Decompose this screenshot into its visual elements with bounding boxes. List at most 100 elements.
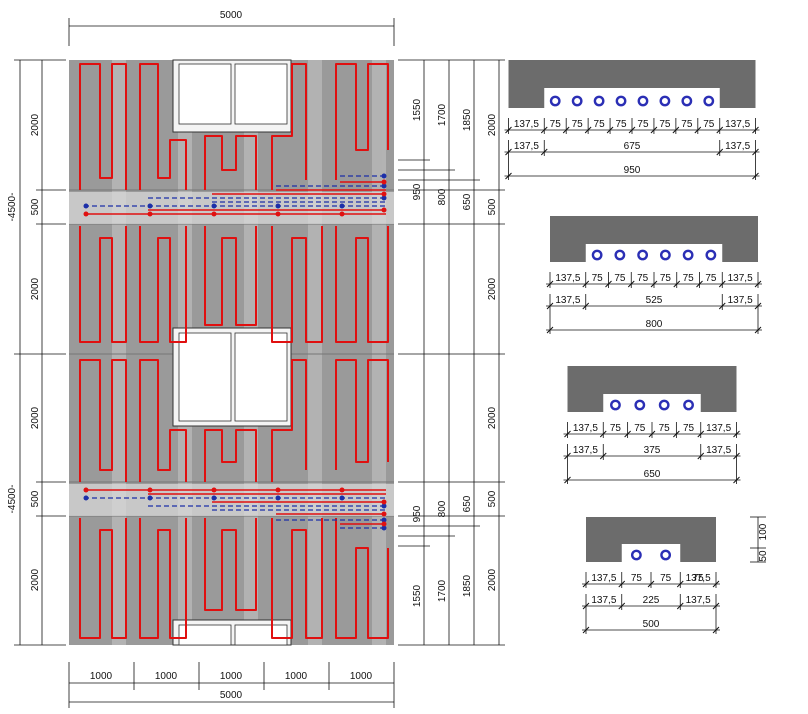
heating-coils bbox=[79, 63, 389, 639]
section-1-row1-label: 75 bbox=[703, 119, 715, 130]
pipe-ring bbox=[705, 249, 717, 261]
right-col4-label-5: 500 bbox=[487, 490, 498, 507]
left-inner-label-5: 500 bbox=[30, 490, 41, 507]
right-col4-label-2: 500 bbox=[487, 198, 498, 215]
left-inner-label-6: 2000 bbox=[30, 568, 41, 591]
section-4-row1-label: 75 bbox=[660, 573, 672, 584]
section-2-total-label: 800 bbox=[646, 319, 663, 330]
section-3-row1-label: 75 bbox=[610, 423, 622, 434]
pipe-ring bbox=[637, 95, 649, 107]
dimension-bottom: 1000 1000 1000 1000 1000 5000 bbox=[68, 662, 395, 708]
section-1-row2-label: 137,5 bbox=[514, 141, 539, 152]
pipe-ring bbox=[658, 399, 670, 411]
window-middle bbox=[172, 327, 292, 427]
section-3-row1-label: 137,5 bbox=[573, 423, 598, 434]
section-4-row1-label: 137,5 bbox=[591, 573, 616, 584]
right-col2-label-2: 800 bbox=[437, 188, 448, 205]
section-2-row1-label: 137,5 bbox=[728, 273, 753, 284]
pipe-ring bbox=[610, 399, 621, 411]
right-col4-label-3: 2000 bbox=[487, 277, 498, 300]
manifold-sections: 137,5 75 75 75 75 75 75 75 75 137,5 137,5 675 137,5 9… bbox=[504, 60, 762, 634]
section-body bbox=[586, 517, 716, 562]
section-2-row1-label: 75 bbox=[614, 273, 626, 284]
pipe-ring bbox=[703, 95, 715, 107]
section-3-row1-label: 137,5 bbox=[706, 423, 731, 434]
section-3-dimensions: 137,5 75 75 75 75 137,5 137,5 375 137,5 650 bbox=[563, 422, 741, 484]
section-3-row2-label: 375 bbox=[644, 445, 661, 456]
right-col3-label-4: 1850 bbox=[462, 574, 473, 597]
section-3-row1-label: 75 bbox=[683, 423, 695, 434]
section-3-row1-label: 75 bbox=[659, 423, 671, 434]
section-1-row1-label: 137,5 bbox=[514, 119, 539, 130]
section-4-row2-label: 225 bbox=[643, 595, 660, 606]
right-col2-label-1: 1700 bbox=[437, 103, 448, 126]
section-3-row1-label: 75 bbox=[634, 423, 646, 434]
left-inner-label-2: 500 bbox=[30, 198, 41, 215]
section-4-side-50: 50 bbox=[758, 550, 769, 562]
bottom-segment-5: 1000 bbox=[350, 671, 373, 682]
right-col4-label-6: 2000 bbox=[487, 568, 498, 591]
right-col2-label-4: 1700 bbox=[437, 579, 448, 602]
pipe-ring bbox=[634, 399, 646, 411]
section-2-row1-label: 75 bbox=[683, 273, 695, 284]
bottom-segment-1: 1000 bbox=[90, 671, 113, 682]
wall-elevation bbox=[69, 59, 394, 646]
section-2-row1-label: 75 bbox=[637, 273, 649, 284]
pipe-ring bbox=[660, 549, 672, 561]
left-outer-label-1: -4500- bbox=[7, 193, 18, 222]
dimension-left: -4500- -4500- 2000 500 2000 2000 500 200… bbox=[7, 59, 66, 646]
section-4-row1-label: 75 bbox=[631, 573, 643, 584]
right-col1-label-1: 1550 bbox=[412, 98, 423, 121]
section-1-total-label: 950 bbox=[624, 165, 641, 176]
section-1-row1-label: 75 bbox=[550, 119, 562, 130]
left-inner-label-4: 2000 bbox=[30, 406, 41, 429]
pipe-ring bbox=[659, 249, 671, 261]
section-1-row1-label: 75 bbox=[572, 119, 584, 130]
section-3-row2-label: 137,5 bbox=[573, 445, 598, 456]
pipe-ring bbox=[683, 399, 694, 411]
section-3-total-label: 650 bbox=[644, 469, 661, 480]
section-2-row2-label: 137,5 bbox=[728, 295, 753, 306]
manifold-section-3: 137,5 75 75 75 75 137,5 137,5 375 137,5 650 bbox=[563, 366, 741, 484]
section-2-row2-label: 137,5 bbox=[555, 295, 580, 306]
section-4-row2-label: 137,5 bbox=[686, 595, 711, 606]
section-3-row2-label: 137,5 bbox=[706, 445, 731, 456]
right-col4-label-4: 2000 bbox=[487, 406, 498, 429]
pipe-ring bbox=[682, 249, 694, 261]
window-top bbox=[172, 59, 292, 133]
pipe-ring bbox=[615, 95, 627, 107]
dimension-right: 1550 950 950 1550 1700 800 800 1700 1850… bbox=[398, 59, 505, 646]
section-body bbox=[508, 60, 756, 108]
right-col1-label-4: 1550 bbox=[412, 584, 423, 607]
bottom-width-label: 5000 bbox=[220, 690, 243, 701]
right-col3-label-1: 1850 bbox=[462, 108, 473, 131]
section-2-row1-label: 75 bbox=[660, 273, 672, 284]
section-2-row1-label: 75 bbox=[592, 273, 604, 284]
left-inner-label-3: 2000 bbox=[30, 277, 41, 300]
pipe-ring bbox=[549, 95, 561, 107]
section-4-side-dimension: 100 50 bbox=[750, 516, 769, 563]
section-1-row1-label: 75 bbox=[681, 119, 693, 130]
pipe-ring bbox=[681, 95, 693, 107]
pipe-ring bbox=[571, 95, 583, 107]
section-4-row1-label: 137,5 bbox=[686, 573, 711, 584]
top-width-label: 5000 bbox=[220, 10, 243, 21]
section-1-row2-label: 675 bbox=[624, 141, 641, 152]
section-body bbox=[567, 366, 737, 412]
section-1-row1-label: 75 bbox=[594, 119, 606, 130]
pipe-ring bbox=[591, 249, 603, 261]
section-1-row1-label: 75 bbox=[659, 119, 671, 130]
window-bottom bbox=[172, 619, 292, 646]
manifold-band-lower bbox=[69, 484, 394, 531]
right-col2-label-3: 800 bbox=[437, 500, 448, 517]
section-body bbox=[550, 216, 758, 262]
manifold-band-upper bbox=[69, 173, 394, 224]
pipe-ring bbox=[637, 249, 649, 261]
section-1-row1-label: 75 bbox=[637, 119, 649, 130]
pipe-ring bbox=[659, 95, 671, 107]
section-4-row2-label: 137,5 bbox=[591, 595, 616, 606]
